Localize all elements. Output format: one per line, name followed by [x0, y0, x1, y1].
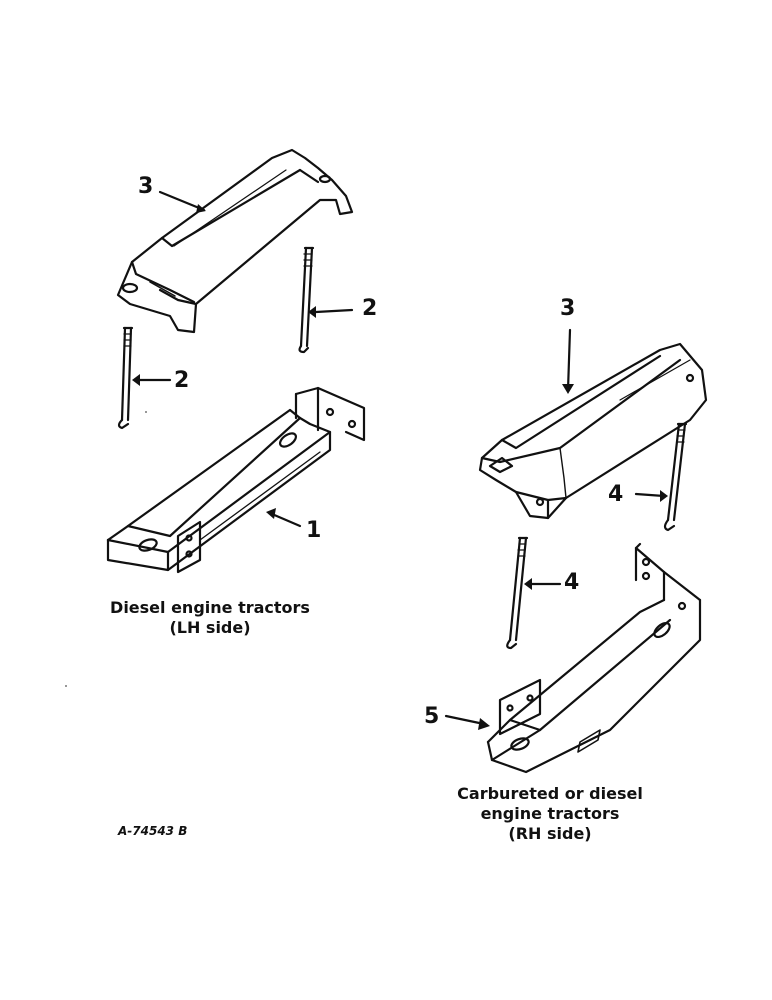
- callout-rh-cover: 3: [560, 296, 576, 321]
- rh-rod-upper-leader: [634, 492, 666, 498]
- lh-battery-tray: [106, 386, 366, 574]
- rh-tray-leader-arrow: [478, 718, 490, 730]
- lh-battery-cover: [116, 148, 354, 334]
- callout-rh-tray: 5: [424, 704, 440, 729]
- caption-rh: Carbureted or diesel engine tractors (RH…: [420, 784, 680, 844]
- lh-tray-leader-arrow: [266, 508, 276, 519]
- callout-rh-rod-upper: 4: [608, 482, 624, 507]
- figure-reference: A-74543 B: [118, 824, 188, 838]
- lh-hold-down-rod-left: [117, 326, 134, 430]
- callout-rh-rod-lower: 4: [564, 570, 580, 595]
- lh-tray-leader: [270, 512, 302, 528]
- rh-hold-down-rod-lower: [506, 536, 529, 650]
- caption-lh: Diesel engine tractors (LH side): [80, 598, 340, 638]
- rh-battery-tray: [486, 542, 702, 774]
- callout-lh-rod-right: 2: [362, 296, 378, 321]
- lh-hold-down-rod-right: [298, 246, 315, 354]
- callout-lh-cover: 3: [138, 174, 154, 199]
- callout-lh-tray: 1: [306, 518, 322, 543]
- lh-rod-right-leader-arrow: [308, 306, 316, 318]
- caption-lh-line1: Diesel engine tractors: [110, 598, 310, 617]
- lh-cover-leader: [158, 190, 206, 212]
- caption-lh-line2: (LH side): [169, 618, 251, 637]
- scan-speck: [145, 411, 147, 413]
- rh-hold-down-rod-upper: [663, 422, 688, 532]
- lh-rod-left-leader-arrow: [132, 374, 140, 386]
- rh-battery-cover: [478, 342, 708, 520]
- lh-cover-leader-arrow: [196, 204, 206, 213]
- rh-rod-lower-leader-arrow: [524, 578, 532, 590]
- caption-rh-line3: (RH side): [508, 824, 592, 843]
- rh-rod-upper-leader-arrow: [660, 490, 668, 502]
- callout-lh-rod-left: 2: [174, 368, 190, 393]
- caption-rh-line2: engine tractors: [480, 804, 620, 823]
- rh-cover-leader: [566, 328, 572, 392]
- rh-tray-leader: [444, 714, 486, 726]
- lh-rod-right-leader: [314, 308, 354, 314]
- rh-cover-leader-arrow: [562, 384, 574, 394]
- scan-speck: [65, 685, 67, 687]
- caption-rh-line1: Carbureted or diesel: [457, 784, 643, 803]
